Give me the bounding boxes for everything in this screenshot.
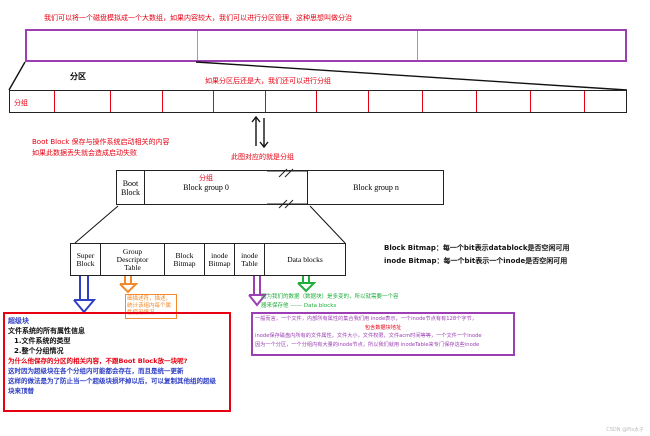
block-group-detail-row: Super Block Group Descriptor Table Block… xyxy=(70,243,346,276)
super-block-cell: Super Block xyxy=(71,244,101,275)
superblock-line: 文件系统的所有属性信息 xyxy=(8,327,85,335)
inode-line: 因为一个分区，一个分组内有大量的inode节点，所以我们就用 inodeTabl… xyxy=(255,341,480,348)
ellipsis-gap xyxy=(267,168,307,209)
data-blocks-note: 因为我们的数据（数据块）是多变的，所以就需要一个容 xyxy=(261,294,399,300)
superblock-line: 1.文件系统的类型 xyxy=(14,337,71,345)
boot-block-note: Boot Block 保存与操作系统启动相关的内容 xyxy=(32,138,170,146)
watermark: CSDN @Pis太子 xyxy=(606,427,644,433)
boot-block-cell: Boot Block xyxy=(117,171,145,204)
inode-line: 一般而言，一个文件，内部所有属性的集合我们用 inode表示，一个inode节点… xyxy=(255,316,477,322)
disk-partition-divider xyxy=(417,31,418,60)
break-mark xyxy=(267,168,307,209)
block-group-0-cell: 分组 Block group 0 xyxy=(145,171,267,204)
block-group-n-cell: Block group n xyxy=(307,171,444,204)
group-note: 如果分区后还是大，我们还可以进行分组 xyxy=(205,77,331,85)
superblock-line: 块来顶替 xyxy=(8,387,34,395)
group-divider xyxy=(54,91,55,112)
superblock-line: 这时因为超级块在各个分组内可能都会存在，而且是统一更新 xyxy=(8,367,184,375)
boot-block-note-2: 如果此数据丢失就会造成启动失败 xyxy=(32,149,137,157)
group-descriptor-table-cell: Group Descriptor Table xyxy=(101,244,165,275)
inode-table-cell: inode Table xyxy=(235,244,265,275)
superblock-line: 为什么他保存的分区的相关内容，不跟Boot Block放一块呢? xyxy=(8,357,188,365)
data-blocks-note-2: 器来保存他 ------ Data blocks xyxy=(261,303,337,309)
block-bitmap-cell: Block Bitmap xyxy=(165,244,205,275)
superblock-line: 这样的做法是为了防止当一个超级块损坏掉以后，可以复制其他组的超级 xyxy=(8,377,216,385)
inode-line: inode保存磁盘内所有的文件属性，文件大小，文件权限，文件acm时间等等，一个… xyxy=(255,333,482,339)
group-divider xyxy=(476,91,477,112)
group-divider xyxy=(530,91,531,112)
group-divider xyxy=(162,91,163,112)
superblock-line: 2.整个分组情况 xyxy=(14,347,64,355)
disk-array-note: 我们可以将一个磁盘模拟成一个大数组，如果内容较大，我们可以进行分区管理，这种思想… xyxy=(44,14,352,22)
superblock-title: 超级块 xyxy=(8,317,29,325)
inode-line-highlight: 包含数据块地址 xyxy=(364,324,402,331)
group-divider xyxy=(213,91,214,112)
partition-row: 分组 xyxy=(9,90,627,113)
disk-partition-divider xyxy=(197,31,198,60)
inode-bitmap-cell: inode Bitmap xyxy=(205,244,235,275)
partition-label: 分区 xyxy=(70,72,86,81)
block-bitmap-note: Block Bitmap：每一个bit表示datablock是否空闲可用 xyxy=(384,244,570,252)
group-divider xyxy=(422,91,423,112)
group-divider xyxy=(110,91,111,112)
block-group-0-label: Block group 0 xyxy=(183,183,229,192)
inode-note-box: 一般而言，一个文件，内部所有属性的集合我们用 inode表示，一个inode节点… xyxy=(251,312,515,356)
this-is-group-note: 此图对应的就是分组 xyxy=(231,153,294,161)
data-blocks-cell: Data blocks xyxy=(287,254,323,264)
group-tag: 分组 xyxy=(199,174,213,182)
filesystem-row: Boot Block 分组 Block group 0 Block group … xyxy=(116,168,444,209)
group-divider xyxy=(368,91,369,112)
group-divider xyxy=(316,91,317,112)
group-divider xyxy=(265,91,266,112)
first-group-label: 分组 xyxy=(14,99,28,107)
superblock-note-box: 超级块 文件系统的所有属性信息 1.文件系统的类型 2.整个分组情况 为什么他保… xyxy=(3,312,231,412)
disk-array-bar xyxy=(25,29,627,62)
group-divider xyxy=(584,91,585,112)
inode-bitmap-note: inode Bitmap：每一个bit表示一个inode是否空闲可用 xyxy=(384,257,568,265)
